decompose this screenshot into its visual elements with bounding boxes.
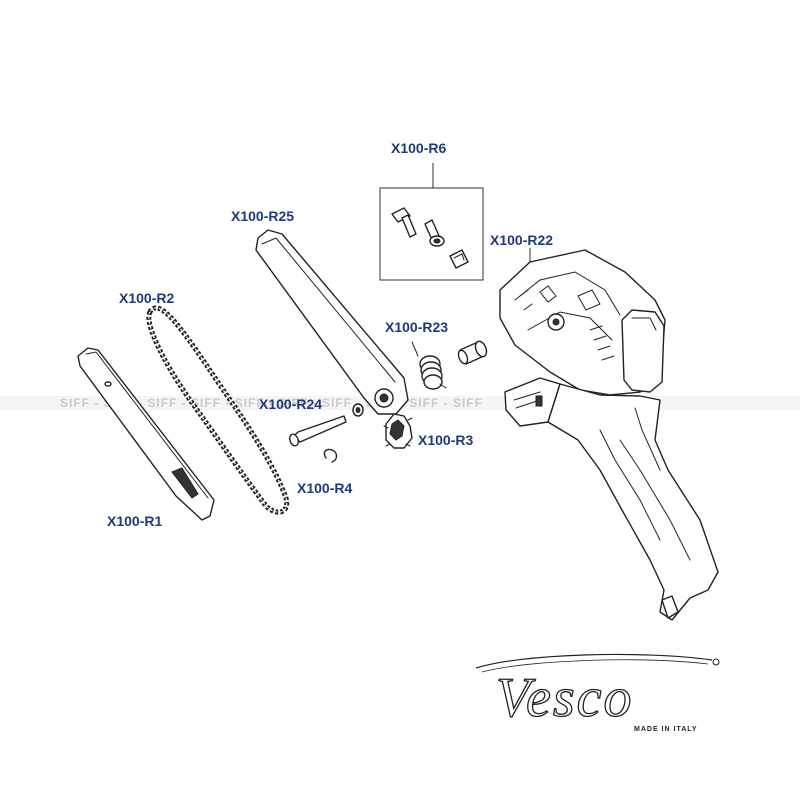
r24-washer bbox=[352, 403, 364, 417]
r6-sleeve bbox=[424, 219, 445, 247]
r6-bolt bbox=[391, 207, 417, 238]
vesco-logo: Vesco MADE IN ITALY bbox=[475, 653, 720, 733]
r6-kit-box bbox=[379, 163, 484, 281]
label-x100-r25: X100-R25 bbox=[231, 208, 295, 224]
r22-main-body bbox=[499, 248, 719, 621]
label-x100-r1: X100-R1 bbox=[107, 513, 163, 529]
label-x100-r3: X100-R3 bbox=[418, 432, 474, 448]
label-x100-r23: X100-R23 bbox=[385, 319, 449, 335]
r6-clip bbox=[449, 249, 469, 269]
r4-circlip bbox=[323, 448, 338, 463]
r1-guide-bar bbox=[77, 347, 215, 521]
logo-tagline: MADE IN ITALY bbox=[634, 726, 698, 733]
r2-chain bbox=[146, 305, 290, 515]
r3-sprocket bbox=[383, 413, 413, 449]
logo-wordmark: Vesco bbox=[496, 667, 634, 729]
r23-bushing bbox=[457, 340, 488, 365]
label-x100-r4: X100-R4 bbox=[297, 480, 353, 496]
r23-spring bbox=[411, 341, 447, 390]
label-x100-r24: X100-R24 bbox=[259, 396, 323, 412]
label-x100-r6: X100-R6 bbox=[391, 140, 447, 156]
label-x100-r22: X100-R22 bbox=[490, 232, 554, 248]
label-x100-r2: X100-R2 bbox=[119, 290, 175, 306]
r24-pin bbox=[289, 415, 347, 447]
r25-arm bbox=[255, 229, 409, 415]
